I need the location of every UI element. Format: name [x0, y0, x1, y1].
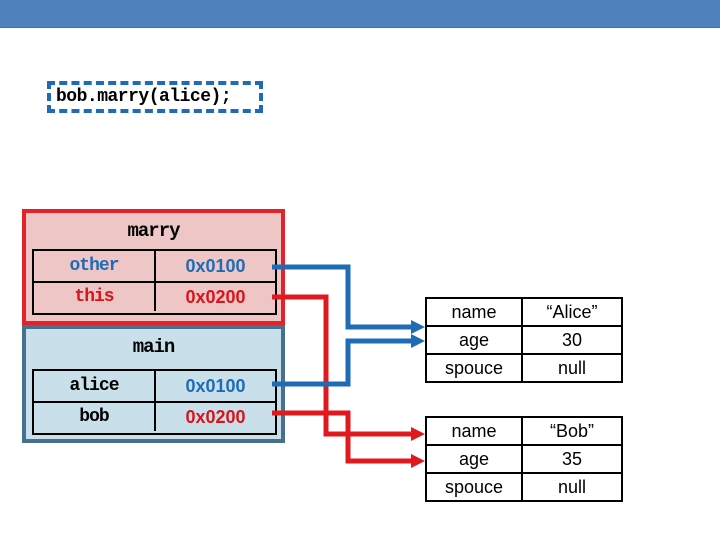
arrow-this-to-bob	[272, 294, 425, 441]
field-value: null	[557, 476, 587, 497]
table-row: spouce null	[427, 472, 621, 500]
field-name: spouce	[427, 355, 523, 381]
table-row: this 0x0200	[34, 281, 275, 311]
stack-frame-main: main alice 0x0100 bob 0x0200	[22, 325, 285, 443]
table-row: alice 0x0100	[34, 371, 275, 401]
var-name-alice: alice	[34, 371, 156, 401]
field-value: 35	[561, 448, 583, 469]
table-row: bob 0x0200	[34, 401, 275, 431]
var-name-bob: bob	[34, 403, 156, 431]
marry-variable-table: other 0x0100 this 0x0200	[32, 249, 277, 315]
table-row: age 35	[427, 444, 621, 472]
bob-object-table: name “Bob” age 35 spouce null	[425, 416, 623, 502]
frame-title-main: main	[132, 336, 176, 358]
table-row: spouce null	[427, 353, 621, 381]
main-variable-table: alice 0x0100 bob 0x0200	[32, 369, 277, 435]
table-row: age 30	[427, 325, 621, 353]
field-value: “Bob”	[549, 420, 594, 441]
field-name: age	[427, 446, 523, 472]
arrow-alice-to-alice	[272, 334, 425, 387]
arrow-bob-to-bob	[272, 410, 425, 468]
var-value-alice: 0x0100	[185, 375, 246, 396]
code-callout-box: bob.marry(alice);	[47, 81, 263, 113]
code-text: bob.marry(alice);	[56, 87, 232, 107]
field-name: age	[427, 327, 523, 353]
table-row: name “Alice”	[427, 299, 621, 325]
var-name-other: other	[34, 251, 156, 281]
alice-object-table: name “Alice” age 30 spouce null	[425, 297, 623, 383]
var-value-bob: 0x0200	[185, 406, 246, 427]
top-accent-bar	[0, 0, 720, 28]
var-value-this: 0x0200	[185, 286, 246, 307]
table-row: other 0x0100	[34, 251, 275, 281]
field-value: null	[557, 357, 587, 378]
var-name-this: this	[34, 283, 156, 311]
arrow-other-to-alice	[272, 264, 425, 334]
frame-title-marry: marry	[127, 220, 180, 242]
field-value: 30	[561, 329, 583, 350]
field-value: “Alice”	[546, 301, 598, 322]
var-value-other: 0x0100	[185, 255, 246, 276]
field-name: name	[427, 299, 523, 325]
table-row: name “Bob”	[427, 418, 621, 444]
field-name: spouce	[427, 474, 523, 500]
stack-frame-marry: marry other 0x0100 this 0x0200	[22, 209, 285, 325]
field-name: name	[427, 418, 523, 444]
